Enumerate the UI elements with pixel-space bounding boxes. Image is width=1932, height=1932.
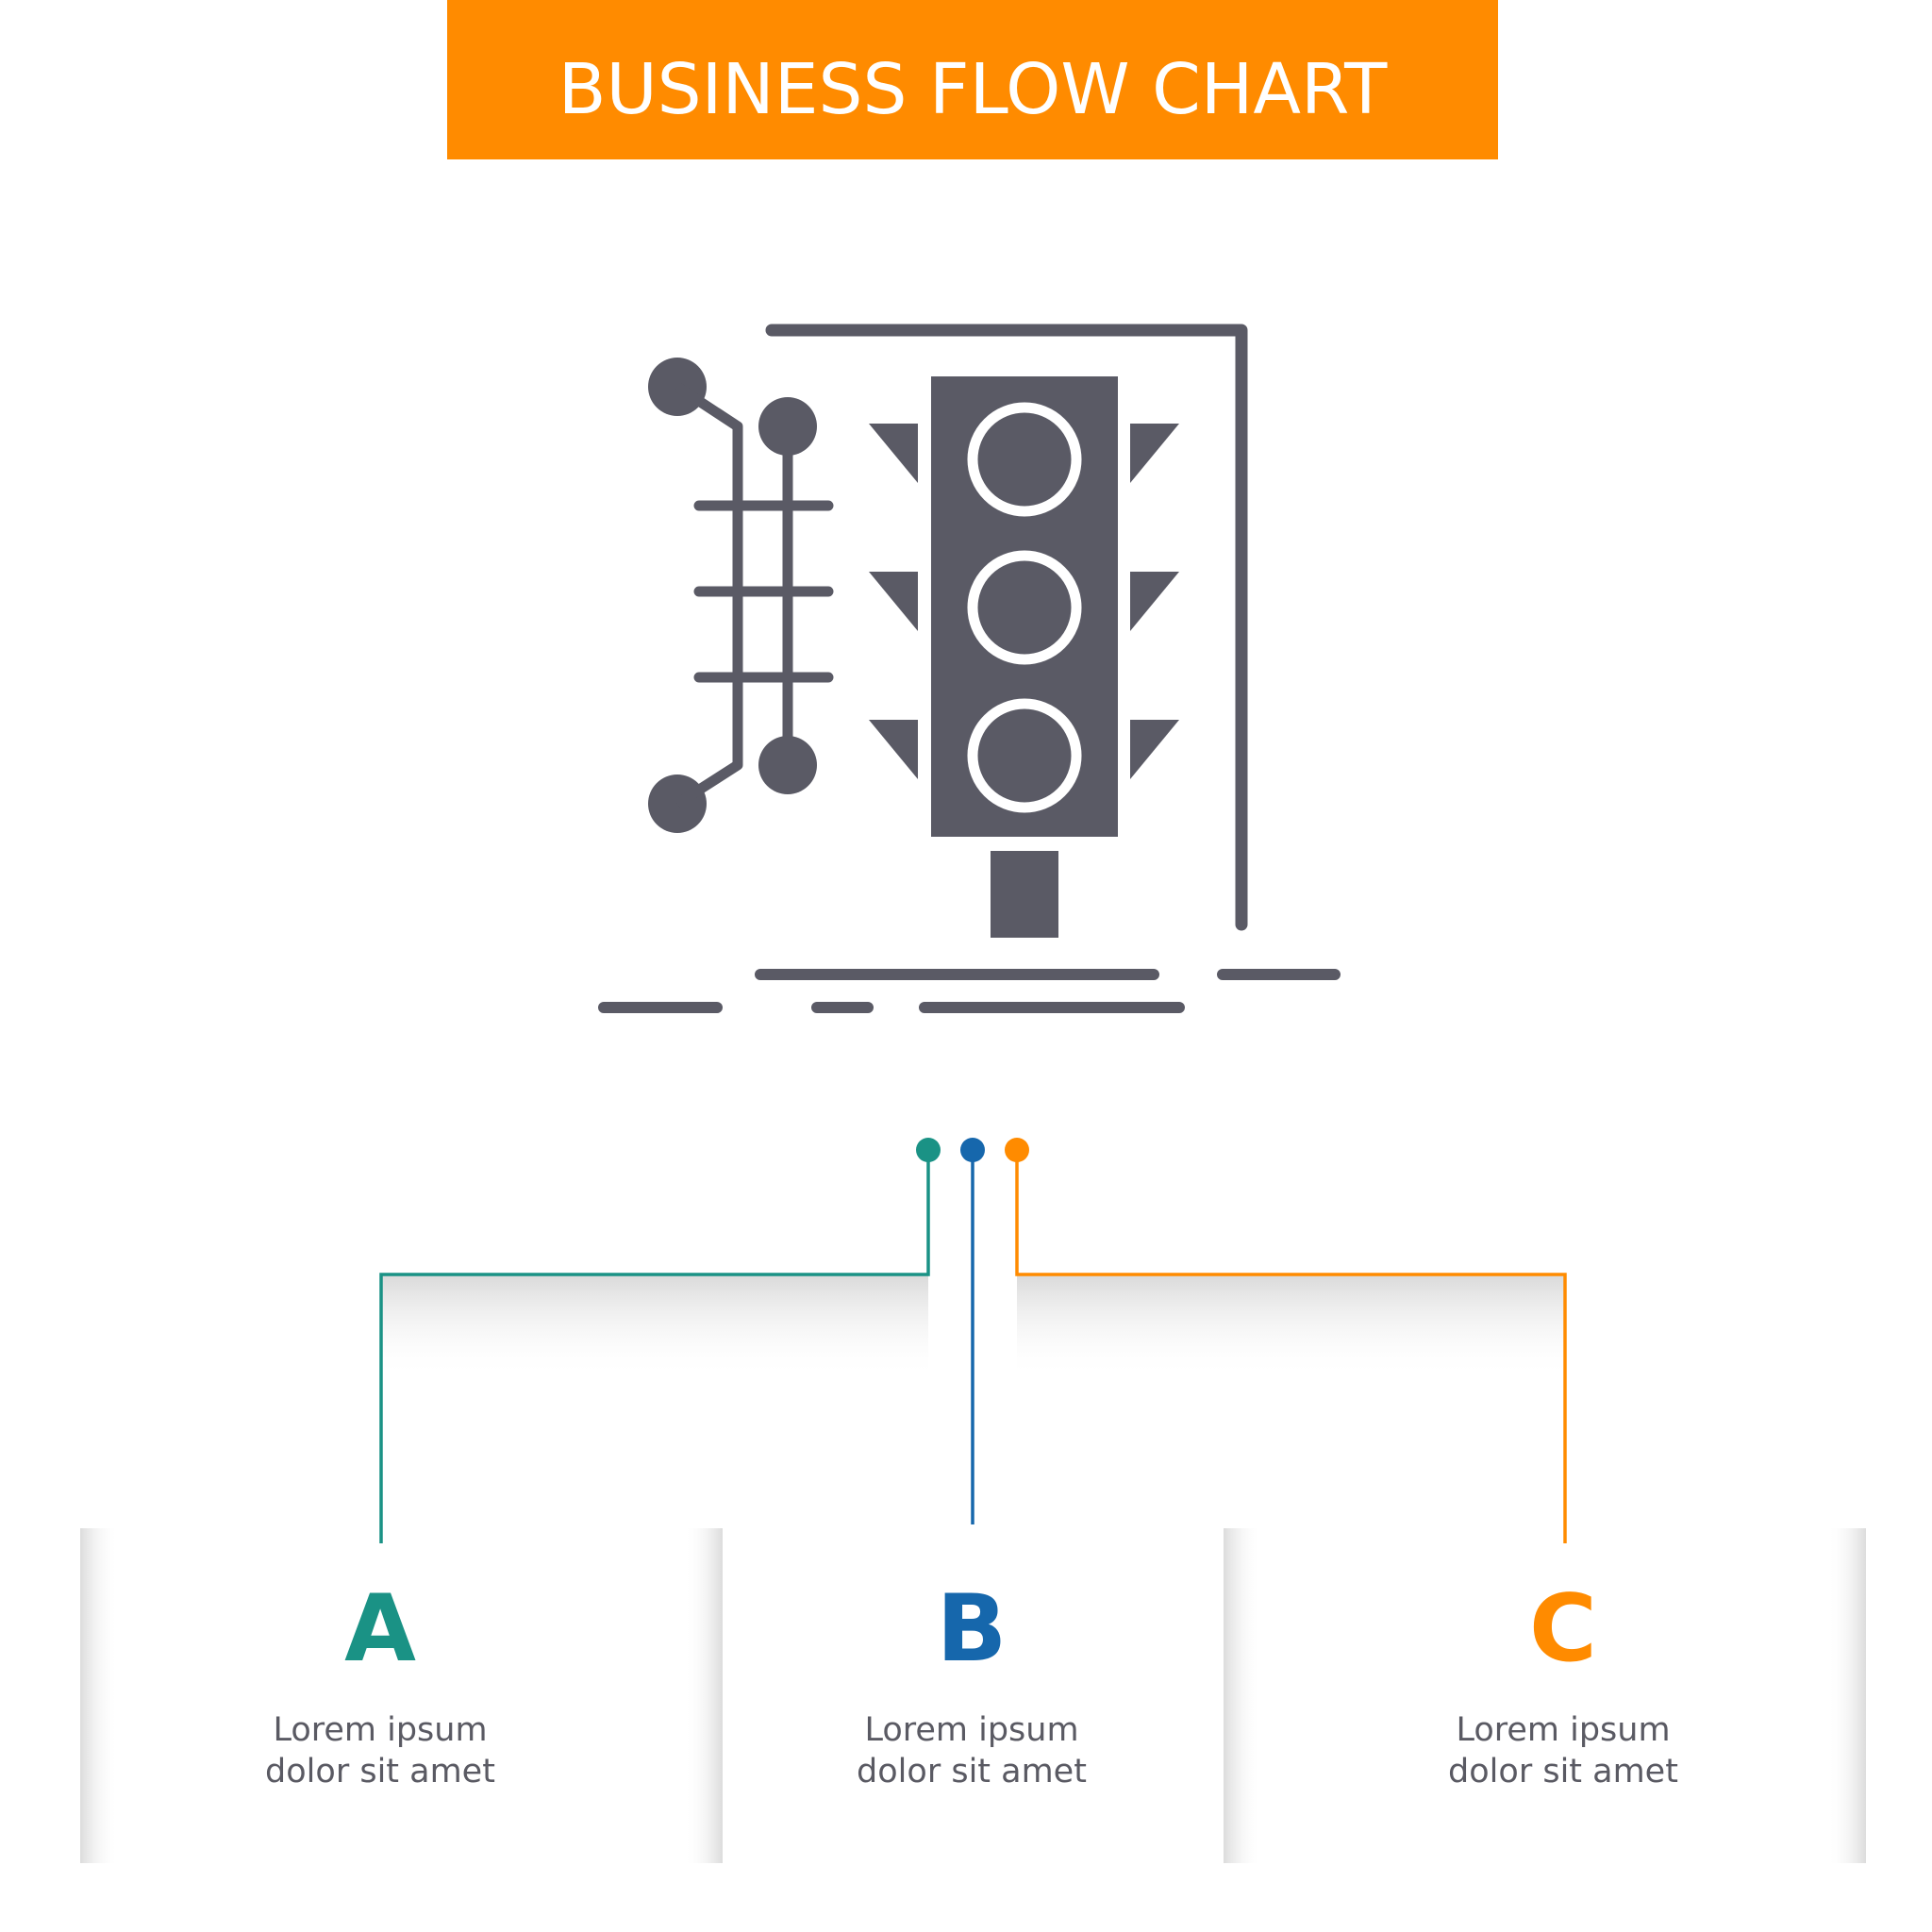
card-a-line-2: dolor sit amet <box>265 1753 495 1790</box>
title-banner: BUSINESS FLOW CHART <box>447 0 1498 159</box>
connector-line-c <box>1015 1150 1567 1543</box>
card-c-text: Lorem ipsum dolor sit amet <box>1346 1709 1780 1792</box>
card-a-text: Lorem ipsum dolor sit amet <box>163 1709 597 1792</box>
card-a <box>80 1528 723 1863</box>
card-c <box>1224 1528 1866 1863</box>
branch-shadow-right <box>1017 1274 1565 1378</box>
card-b-line-2: dolor sit amet <box>857 1753 1087 1790</box>
connector-dot-b <box>960 1138 985 1162</box>
connector-dot-c <box>1005 1138 1029 1162</box>
card-c-line-2: dolor sit amet <box>1448 1753 1678 1790</box>
card-b-line-1: Lorem ipsum <box>864 1711 1079 1749</box>
card-c-letter: C <box>1529 1575 1597 1683</box>
card-b-text: Lorem ipsum dolor sit amet <box>755 1709 1189 1792</box>
card-b-letter: B <box>936 1575 1008 1683</box>
card-c-line-1: Lorem ipsum <box>1456 1711 1671 1749</box>
page-title: BUSINESS FLOW CHART <box>558 49 1388 130</box>
branch-shadow-left <box>381 1274 928 1378</box>
connector-dot-a <box>916 1138 941 1162</box>
connector-line-a <box>379 1150 930 1543</box>
traffic-light-icon <box>598 324 1341 1013</box>
card-a-letter: A <box>344 1575 416 1683</box>
card-a-line-1: Lorem ipsum <box>273 1711 488 1749</box>
